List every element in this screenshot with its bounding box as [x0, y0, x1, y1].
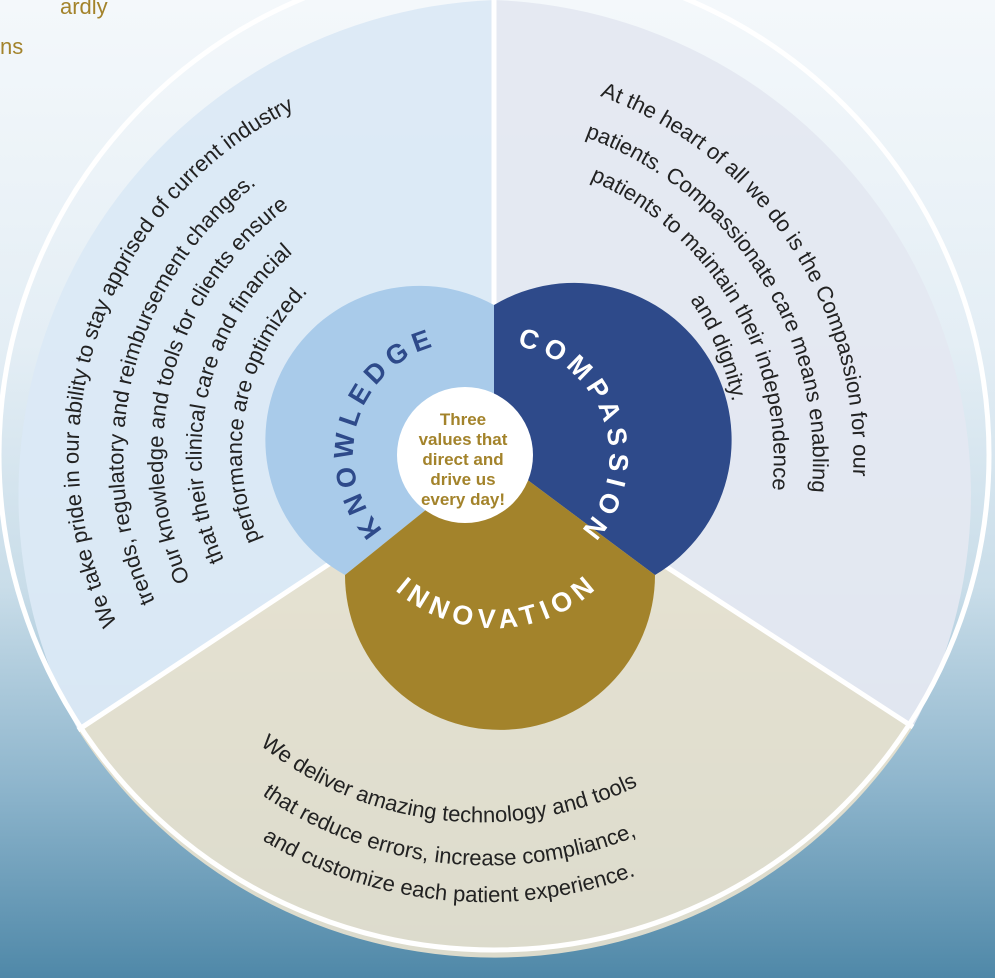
corner-text-bottom: ns	[0, 34, 24, 59]
compassion-ring	[494, 282, 732, 575]
center-caption-line: values that	[418, 430, 508, 449]
compassion-segment	[494, 0, 971, 727]
center-caption-line: drive us	[430, 470, 496, 489]
outer-border	[0, 0, 989, 950]
knowledge-ring	[265, 285, 494, 575]
center-caption-line: every day!	[420, 490, 506, 509]
knowledge-segment	[18, 0, 495, 730]
corner-text-top: ardly	[60, 0, 108, 19]
center-caption: Three values that direct and drive us ev…	[398, 395, 528, 525]
center-caption-line: direct and	[422, 450, 504, 469]
center-circle	[397, 387, 533, 523]
center-caption-line: Three	[439, 410, 487, 429]
innovation-ring	[345, 455, 655, 730]
